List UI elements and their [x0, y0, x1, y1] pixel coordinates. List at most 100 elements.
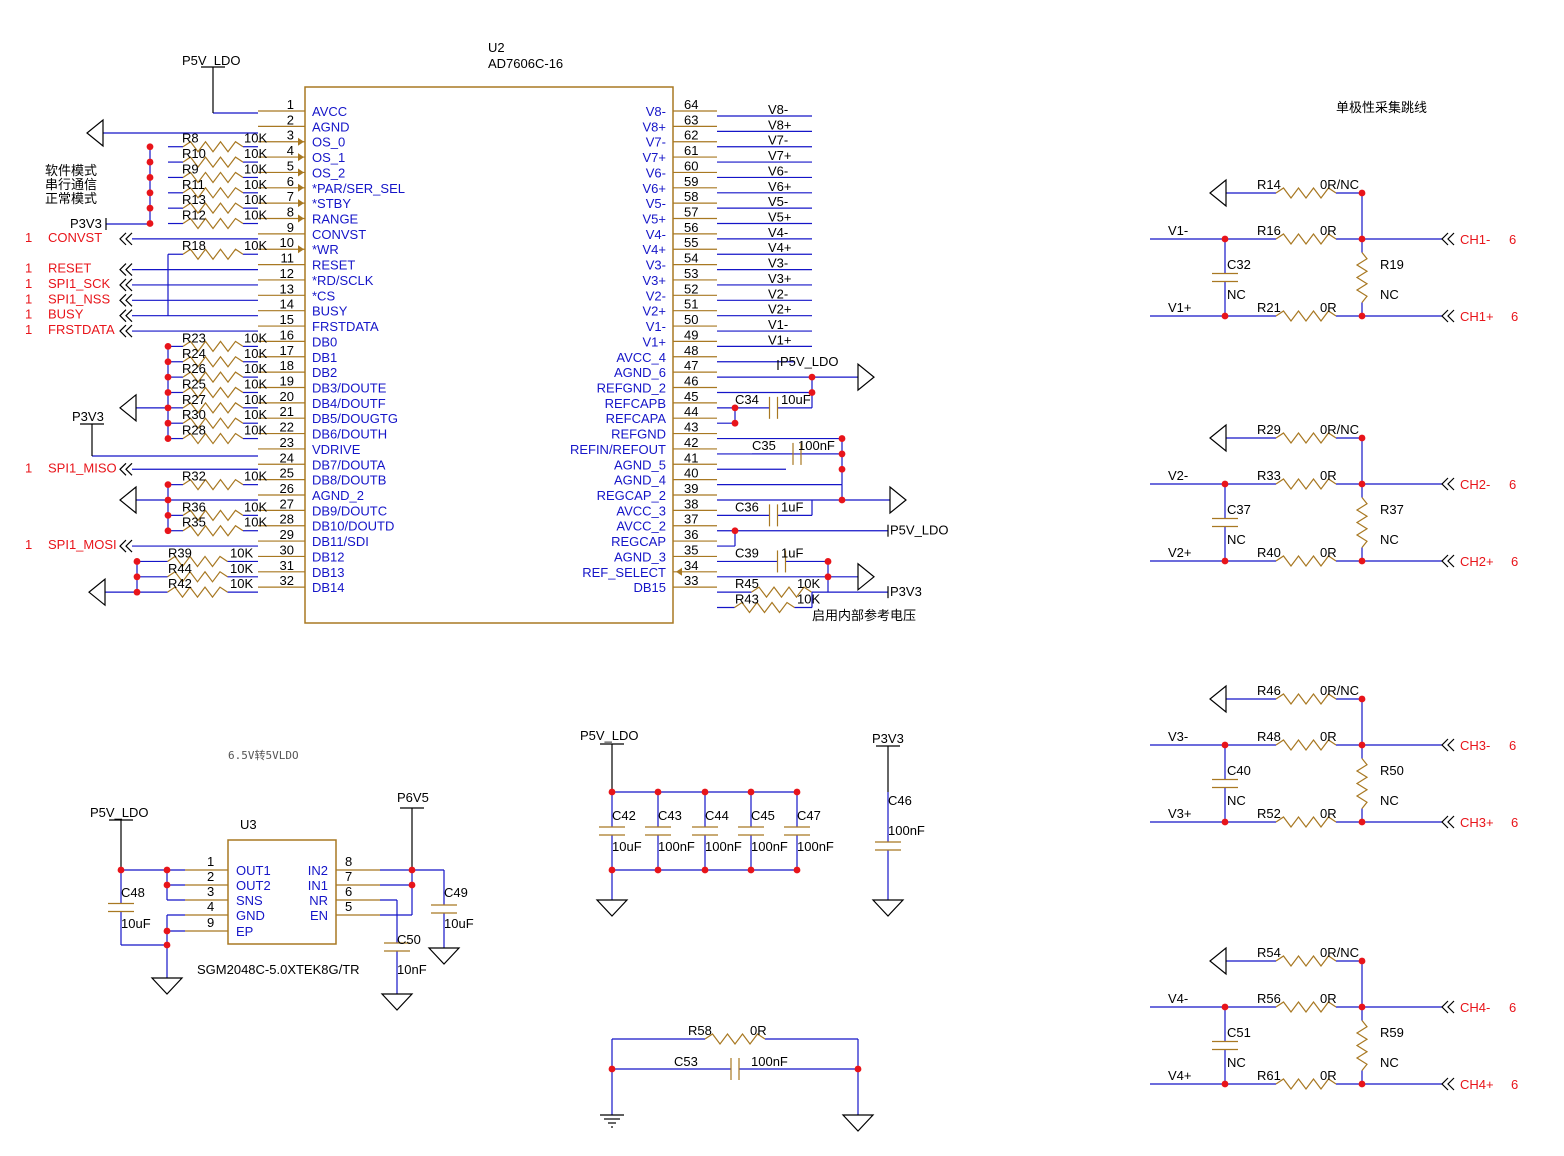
ground-symbol [1209, 684, 1227, 714]
net-label: V3- [1168, 729, 1188, 744]
junction-dot [1358, 1003, 1366, 1011]
pin-number: 60 [684, 158, 698, 173]
pin-number: 7 [287, 189, 294, 204]
pin-number: 50 [684, 312, 698, 327]
pin-name: *WR [312, 242, 339, 257]
net-label: V7+ [768, 148, 792, 163]
junction-dot [164, 358, 172, 366]
resistor-value: 0R [1320, 300, 1337, 315]
cap-value: 10uF [781, 392, 811, 407]
net-label: V2+ [768, 302, 792, 317]
resistor-ref: R25 [182, 376, 206, 391]
cap-ref: C43 [658, 808, 682, 823]
offsheet-port [1447, 554, 1455, 568]
ground-symbol [857, 362, 875, 392]
net-label: V2- [1168, 468, 1188, 483]
power-net-label: P5V_LDO [182, 53, 241, 68]
resistor-ref: R21 [1257, 300, 1281, 315]
pin-number: 48 [684, 343, 698, 358]
resistor-value: 10K [244, 376, 267, 391]
pin-number: 38 [684, 496, 698, 511]
pin-number: 43 [684, 420, 698, 435]
offsheet-port [119, 324, 127, 338]
resistor-body [704, 1033, 766, 1045]
resistor-body [182, 401, 244, 414]
pin-number: 63 [684, 112, 698, 127]
ground-symbol [150, 977, 184, 995]
resistor-ref: R32 [182, 469, 206, 484]
pin-number: 55 [684, 235, 698, 250]
junction-dot [747, 866, 755, 874]
ground-symbol [871, 899, 905, 917]
offsheet-port [1441, 738, 1449, 752]
wires-layer [92, 112, 1455, 1115]
pin-name: V5- [646, 196, 666, 211]
pin-name: IN2 [308, 863, 328, 878]
pin-number: 14 [280, 297, 294, 312]
resistor-body [182, 371, 244, 384]
pin-number: 32 [280, 573, 294, 588]
resistor-ref: R46 [1257, 683, 1281, 698]
pin-number: 44 [684, 404, 698, 419]
u2-refdes: U2 [488, 40, 505, 55]
cap-ref: C51 [1227, 1025, 1251, 1040]
resistor-ref: R8 [182, 131, 199, 146]
junction-dot [808, 373, 816, 381]
resistor-value: 10K [244, 361, 267, 376]
ground-symbol [427, 947, 461, 965]
pin-name: OS_2 [312, 165, 345, 180]
port-number: 1 [25, 322, 32, 337]
offsheet-port [1447, 477, 1455, 491]
resistor-value: 10K [244, 208, 267, 223]
port-number: 1 [25, 460, 32, 475]
port-label: RESET [48, 261, 91, 276]
port-number: 6 [1509, 477, 1516, 492]
pin-number: 25 [280, 466, 294, 481]
resistor-value: 0R [1320, 468, 1337, 483]
resistor-value: 0R [1320, 223, 1337, 238]
resistor-value: 10K [244, 131, 267, 146]
port-number: 6 [1509, 232, 1516, 247]
offsheet-port [1447, 1077, 1455, 1091]
pin-name: REF_SELECT [582, 565, 666, 580]
pin-number: 18 [280, 358, 294, 373]
net-label: V8+ [768, 117, 792, 132]
resistor-body [734, 601, 795, 614]
resistor-value: 10K [230, 561, 253, 576]
junction-dot [408, 881, 416, 889]
junction-dot [164, 496, 172, 504]
offsheet-port [119, 539, 127, 553]
offsheet-port [1441, 815, 1449, 829]
power-net-label: P5V_LDO [90, 805, 149, 820]
pin-number: 2 [287, 112, 294, 127]
pin-name: V2- [646, 288, 666, 303]
junction-dot [146, 220, 154, 227]
junction-dot [163, 941, 171, 949]
resistor-ref: R52 [1257, 806, 1281, 821]
pin-number: 28 [280, 512, 294, 527]
junction-dot [793, 866, 801, 874]
cap-value: 1uF [781, 545, 803, 560]
net-label: V8- [768, 102, 788, 117]
resistor-body [1275, 739, 1337, 751]
pin-name: DB7/DOUTA [312, 457, 386, 472]
resistor-value: 10K [244, 330, 267, 345]
pin-number: 7 [345, 869, 352, 884]
u3-refdes: U3 [240, 817, 257, 832]
resistor-body [182, 171, 244, 184]
junctions-layer [117, 143, 1366, 1088]
junction-dot [164, 373, 172, 381]
cap-value: 10nF [397, 962, 427, 977]
port-number: 6 [1511, 309, 1518, 324]
resistor-body [167, 570, 228, 583]
resistor-ref: R19 [1380, 257, 1404, 272]
net-label: V2+ [1168, 545, 1192, 560]
cap-value: NC [1227, 793, 1246, 808]
resistor-body [751, 586, 812, 599]
pin-name: IN1 [308, 878, 328, 893]
cap-ref: C44 [705, 808, 729, 823]
junction-dot [164, 389, 172, 396]
u2-body [304, 86, 674, 624]
junction-dot [163, 927, 171, 935]
offsheet-port [119, 462, 127, 476]
